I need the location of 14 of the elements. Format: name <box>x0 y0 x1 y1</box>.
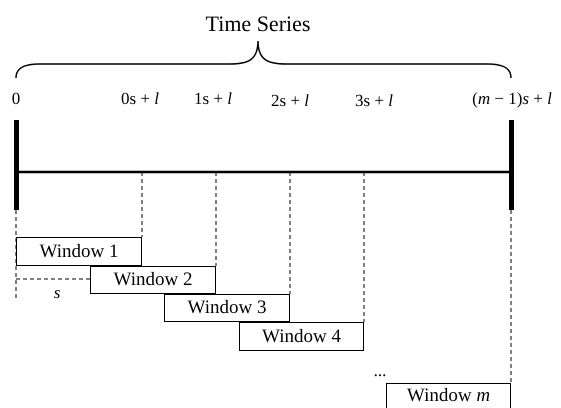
tick-label: 0 <box>12 90 20 107</box>
window-box: Window 4 <box>239 322 364 351</box>
tick-label: 2s + l <box>271 92 309 109</box>
tick-label: 0s + l <box>121 90 159 107</box>
window-box: Window m <box>386 383 511 408</box>
title: Time Series <box>206 13 310 35</box>
tick-label: 3s + l <box>355 92 393 109</box>
window-box: Window 3 <box>164 294 290 322</box>
tick-label: 1s + l <box>194 90 232 107</box>
window-box: Window 1 <box>16 237 142 266</box>
step-label: s <box>54 284 60 301</box>
tick-label: (m − 1)s + l <box>472 90 552 107</box>
window-box: Window 2 <box>90 266 216 294</box>
ellipsis: ... <box>374 362 386 379</box>
